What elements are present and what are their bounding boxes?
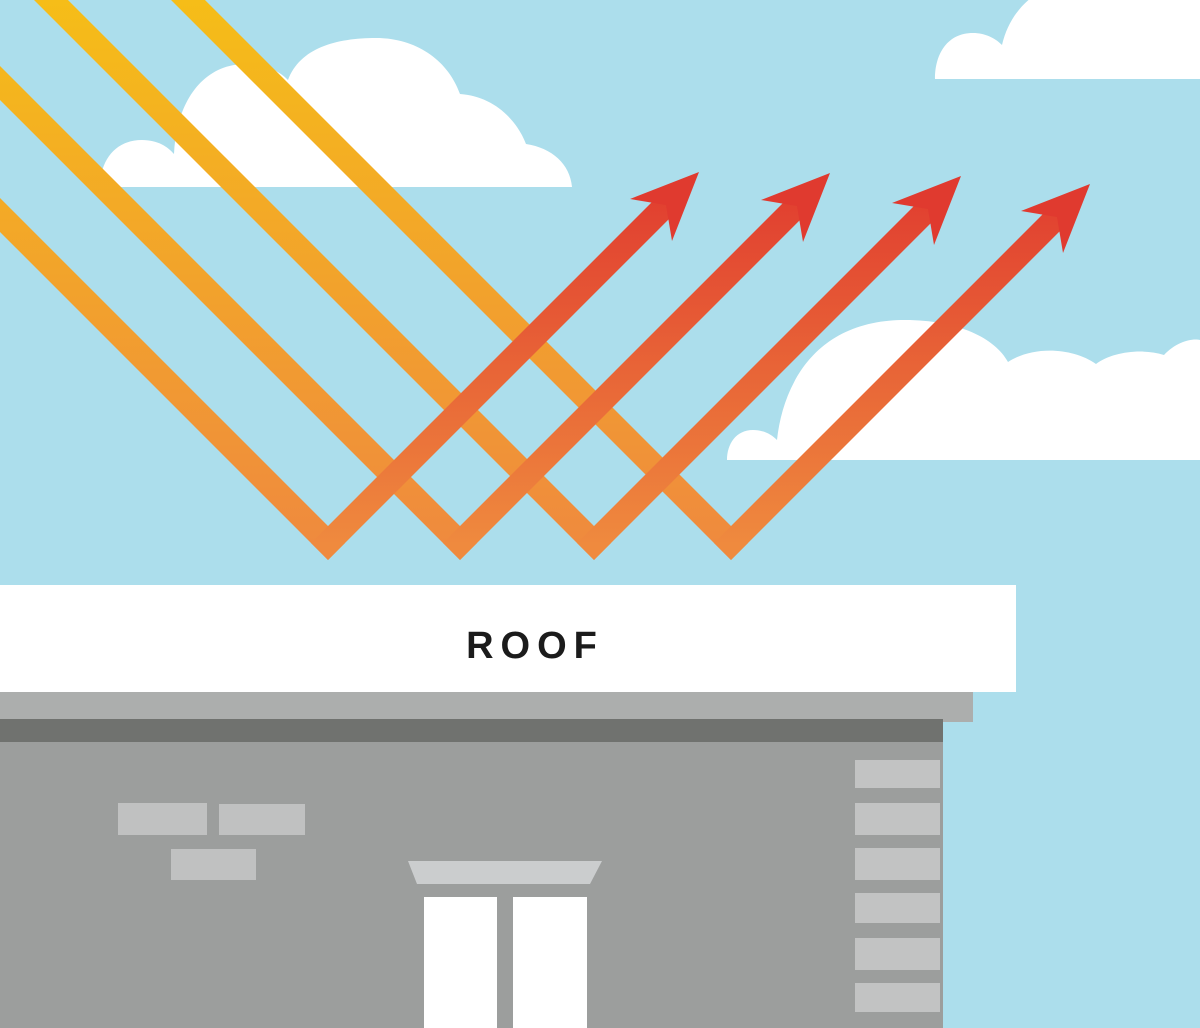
- quoin-brick: [855, 803, 940, 835]
- sun-ray-4: [171, 0, 748, 560]
- window-lintel: [408, 861, 602, 884]
- roof-fascia-end-cap: [943, 692, 973, 722]
- reflected-ray-1: [311, 186, 685, 560]
- arrowhead-icon-1: [630, 172, 699, 241]
- incoming-sun-rays: [0, 0, 748, 560]
- sun-ray-1: [0, 198, 345, 560]
- quoin-brick: [855, 938, 940, 970]
- reflected-ray-4: [714, 198, 1076, 560]
- quoin-brick: [855, 893, 940, 923]
- roof-label: ROOF: [466, 625, 604, 667]
- sun-ray-3: [34, 0, 611, 560]
- corner-quoins: [855, 760, 940, 1012]
- sun-ray-2: [0, 66, 477, 560]
- arrowhead-icon-2: [761, 173, 830, 242]
- brick: [171, 849, 256, 880]
- reflected-ray-2: [443, 187, 816, 560]
- wall-bricks: [118, 803, 305, 880]
- roof-fascia: [0, 692, 973, 719]
- reflected-ray-3: [577, 190, 947, 560]
- reflected-rays: [311, 186, 1076, 560]
- quoin-brick: [855, 760, 940, 788]
- cloud-top-right: [935, 0, 1200, 79]
- arrowhead-icon-3: [892, 176, 961, 245]
- quoin-brick: [855, 983, 940, 1012]
- window-pane-right: [513, 897, 587, 1028]
- arrowheads: [630, 172, 1090, 253]
- cloud-top-left: [100, 38, 572, 187]
- roof-shadow-band: [0, 719, 943, 742]
- brick: [118, 803, 207, 835]
- quoin-brick: [855, 848, 940, 880]
- window-pane-left: [424, 897, 497, 1028]
- brick: [219, 804, 305, 835]
- roof-band: [0, 585, 1016, 692]
- arrowhead-icon-4: [1021, 184, 1090, 253]
- window: [408, 861, 602, 1028]
